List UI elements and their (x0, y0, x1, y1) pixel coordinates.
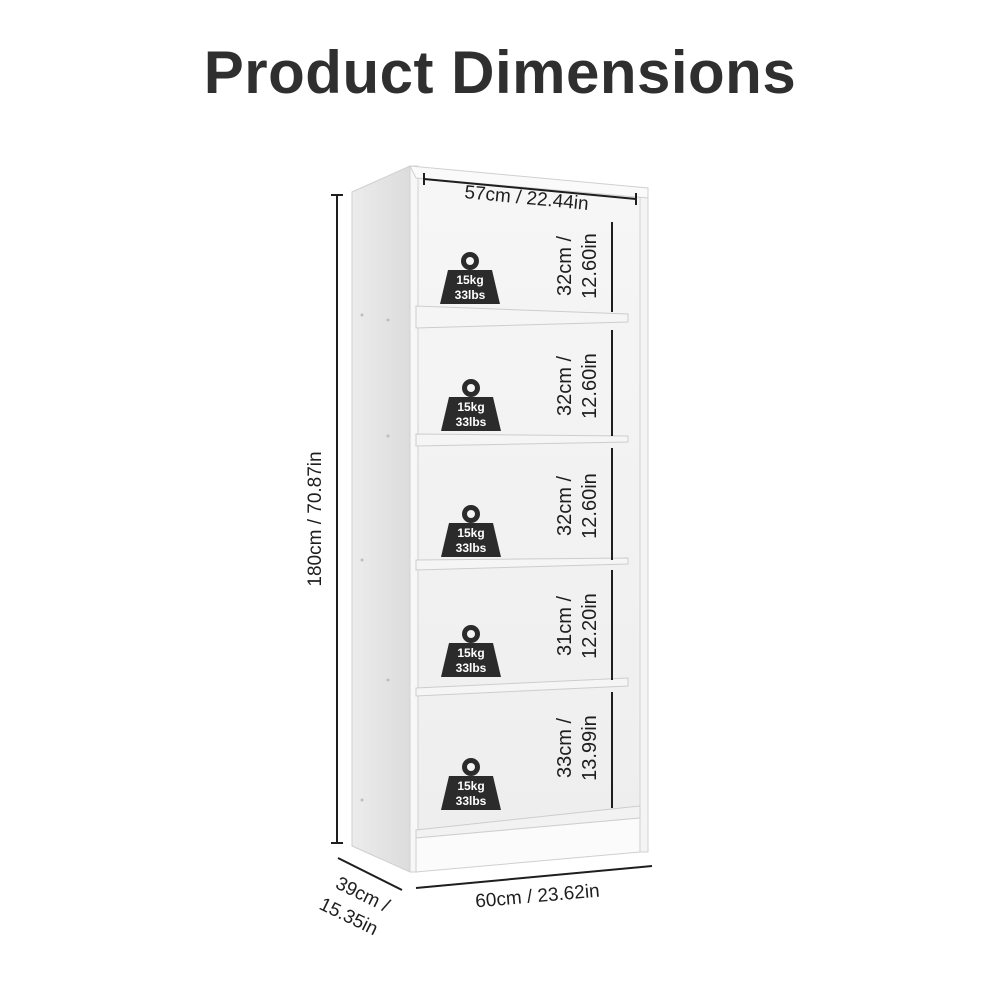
shelf-1 (415, 305, 629, 329)
shelf-5-height-line2: 13.99in (579, 715, 601, 781)
width-line (415, 865, 653, 889)
weight-icon: 15kg 33lbs (441, 505, 501, 557)
top-panel (409, 165, 649, 199)
shelf-5-load-kg: 15kg (457, 779, 484, 793)
depth-line (337, 857, 403, 891)
shelf-4-load-lbs: 33lbs (456, 661, 487, 675)
inner-width-line (423, 178, 637, 200)
weight-icon: 15kg 33lbs (441, 625, 501, 677)
shelf-4 (415, 677, 629, 697)
shelf-4-height-line2: 12.20in (579, 593, 601, 659)
shelf-height-labels: 32cm / 12.60in 32cm / 12.60in 32cm / 12.… (554, 233, 601, 781)
shelf-2 (415, 433, 629, 447)
shelf-2-load-lbs: 33lbs (456, 415, 487, 429)
left-front-edge (409, 165, 419, 873)
shelf-3 (415, 557, 629, 571)
page-title: Product Dimensions (203, 39, 797, 106)
weight-icon: 15kg 33lbs (441, 758, 501, 810)
side-panel-holes (360, 313, 390, 802)
height-label: 180cm / 70.87in (305, 451, 326, 586)
left-side-panel (351, 165, 411, 873)
shelf-3-height-line2: 12.60in (579, 473, 601, 539)
shelf-1-height-line2: 12.60in (579, 233, 601, 299)
shelf-4-height-line1: 31cm / (554, 596, 576, 656)
weight-icon: 15kg 33lbs (440, 252, 500, 304)
shelf-2-height-line2: 12.60in (579, 353, 601, 419)
shelf-5-height-line1: 33cm / (554, 718, 576, 778)
shelf-2-height-line1: 32cm / (554, 356, 576, 416)
shelf-1-height-line1: 32cm / (554, 236, 576, 296)
dimension-lines (331, 173, 653, 891)
shelf-4-load-kg: 15kg (457, 646, 484, 660)
shelf-1-load-kg: 15kg (456, 273, 483, 287)
shelf-2-load-kg: 15kg (457, 400, 484, 414)
shelf-5-load-lbs: 33lbs (456, 794, 487, 808)
weight-icon: 15kg 33lbs (441, 379, 501, 431)
right-front-edge (639, 187, 649, 853)
shelf-1-load-lbs: 33lbs (455, 288, 486, 302)
shelves (415, 305, 629, 697)
shelf-3-height-line1: 32cm / (554, 476, 576, 536)
width-label: 60cm / 23.62in (475, 881, 601, 913)
plinth (415, 817, 641, 873)
shelf-3-load-lbs: 33lbs (456, 541, 487, 555)
shelf-3-load-kg: 15kg (457, 526, 484, 540)
